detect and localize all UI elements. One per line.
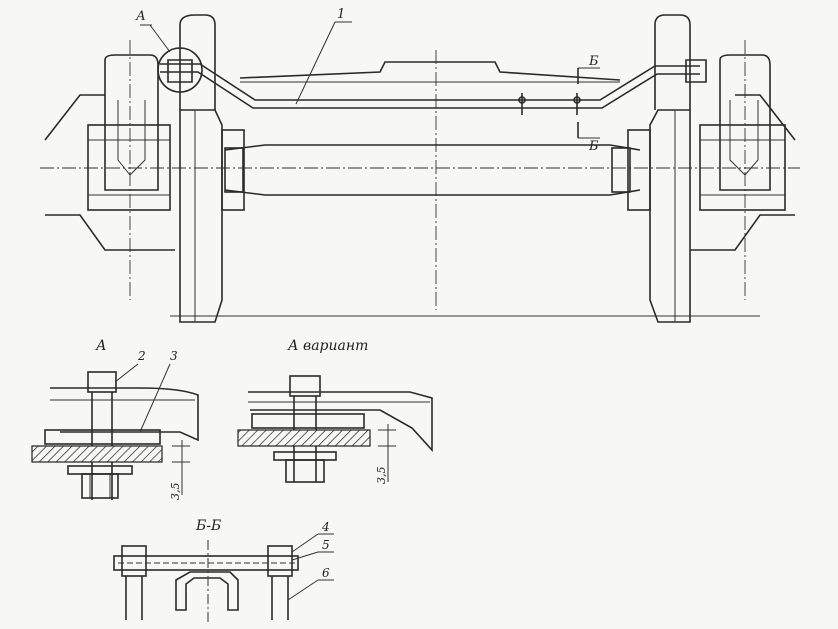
section-bb-view: Б-Б 4 5 6 [113,518,334,625]
leader-3 [139,363,171,433]
callout-b-bottom: Б [588,139,599,154]
axle [224,144,641,196]
detail-a-title: А [95,338,107,354]
leader-a [149,24,171,53]
dimension-3-5-left: 3,5 [169,483,182,501]
section-mark-bb [577,67,600,139]
callout-part-6: 6 [322,566,330,580]
detail-a-variant-view: А вариант 3,5 [237,338,433,485]
brace-bar [160,63,700,115]
right-wheel [627,109,691,323]
dimension-3-5-right: 3,5 [375,467,388,485]
left-axlebox [44,54,175,251]
main-view: А 1 Б Б [40,7,800,323]
leader-5 [291,551,319,561]
callout-a: А [135,9,146,24]
detail-a-variant-title: А вариант [287,338,368,354]
left-flange [179,14,216,110]
left-bolt-cluster [167,59,193,83]
leader-2 [114,363,139,383]
leader-1 [295,21,336,105]
callout-part-2: 2 [137,349,146,363]
right-axlebox [690,54,796,251]
bolster-outline [239,61,621,81]
callout-part-4: 4 [321,520,330,534]
right-flange [654,14,691,110]
detail-a-view: А 2 3 3,5 [31,338,199,501]
callout-b-top: Б [588,54,599,69]
callout-part-1: 1 [337,7,345,22]
section-bb-title: Б-Б [195,518,221,534]
callout-part-3: 3 [170,349,178,363]
leader-6 [287,579,319,601]
left-wheel [179,109,245,323]
detail-a-circle [157,47,203,93]
right-bolt-cluster [685,59,707,83]
leader-4 [291,533,319,553]
callout-part-5: 5 [322,538,330,552]
